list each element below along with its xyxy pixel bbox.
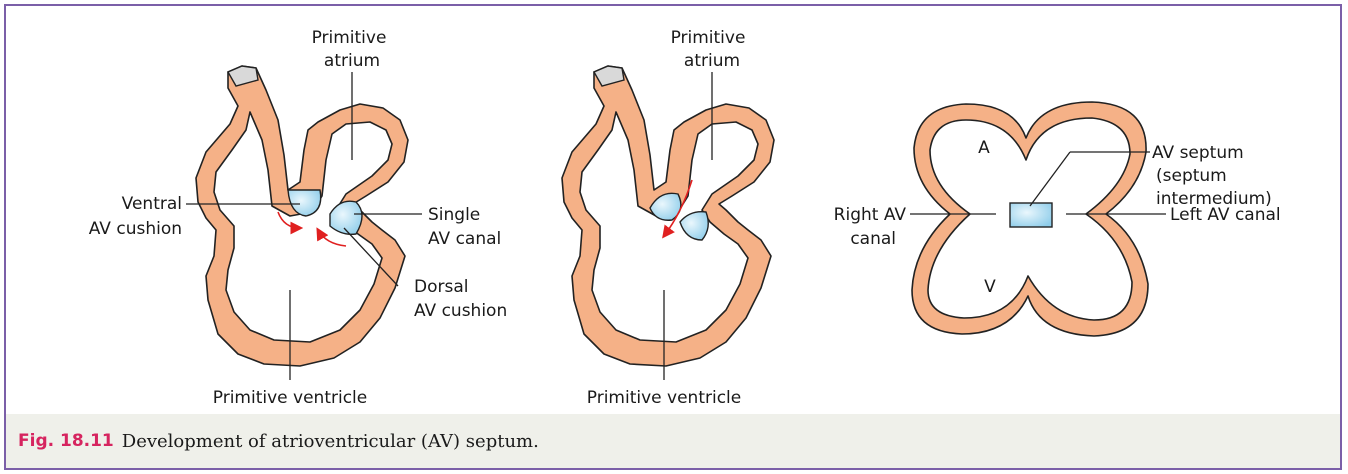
label-primitive-ventricle-2: Primitive ventricle bbox=[587, 388, 741, 408]
figure-number: Fig. 18.11 bbox=[18, 431, 114, 451]
panel-2-heart-tube bbox=[562, 66, 774, 380]
label-av-septum-a: AV septum bbox=[1152, 143, 1244, 163]
label-ventral-cushion-a: Ventral bbox=[122, 194, 182, 214]
cushion-2-lower bbox=[680, 212, 708, 240]
label-dorsal-cushion-b: AV cushion bbox=[414, 301, 507, 321]
heart-tube-wall bbox=[196, 66, 408, 366]
label-ventral-cushion-b: AV cushion bbox=[89, 219, 182, 239]
label-left-canal: Left AV canal bbox=[1170, 205, 1281, 225]
panel-1-heart-tube bbox=[186, 66, 422, 380]
panel-3-heart-section bbox=[910, 102, 1166, 336]
label-av-septum-b: (septum bbox=[1156, 166, 1227, 186]
leader-av-septum bbox=[1030, 152, 1070, 206]
label-ventricle-letter: V bbox=[984, 277, 996, 297]
label-atrium-letter: A bbox=[978, 138, 990, 158]
figure-caption: Fig. 18.11 Development of atrioventricul… bbox=[6, 414, 1340, 468]
label-right-canal-b: canal bbox=[850, 229, 896, 249]
label-primitive-atrium-1b: atrium bbox=[324, 51, 380, 71]
label-primitive-atrium-2a: Primitive bbox=[671, 28, 746, 48]
label-single-canal-b: AV canal bbox=[428, 229, 501, 249]
label-primitive-ventricle-1: Primitive ventricle bbox=[213, 388, 367, 408]
label-primitive-atrium-1a: Primitive bbox=[312, 28, 387, 48]
label-right-canal-a: Right AV bbox=[834, 205, 907, 225]
av-septum-box bbox=[1010, 203, 1052, 227]
label-single-canal-a: Single bbox=[428, 205, 480, 225]
label-dorsal-cushion-a: Dorsal bbox=[414, 277, 468, 297]
figure-caption-text: Development of atrioventricular (AV) sep… bbox=[122, 431, 539, 452]
label-primitive-atrium-2b: atrium bbox=[684, 51, 740, 71]
